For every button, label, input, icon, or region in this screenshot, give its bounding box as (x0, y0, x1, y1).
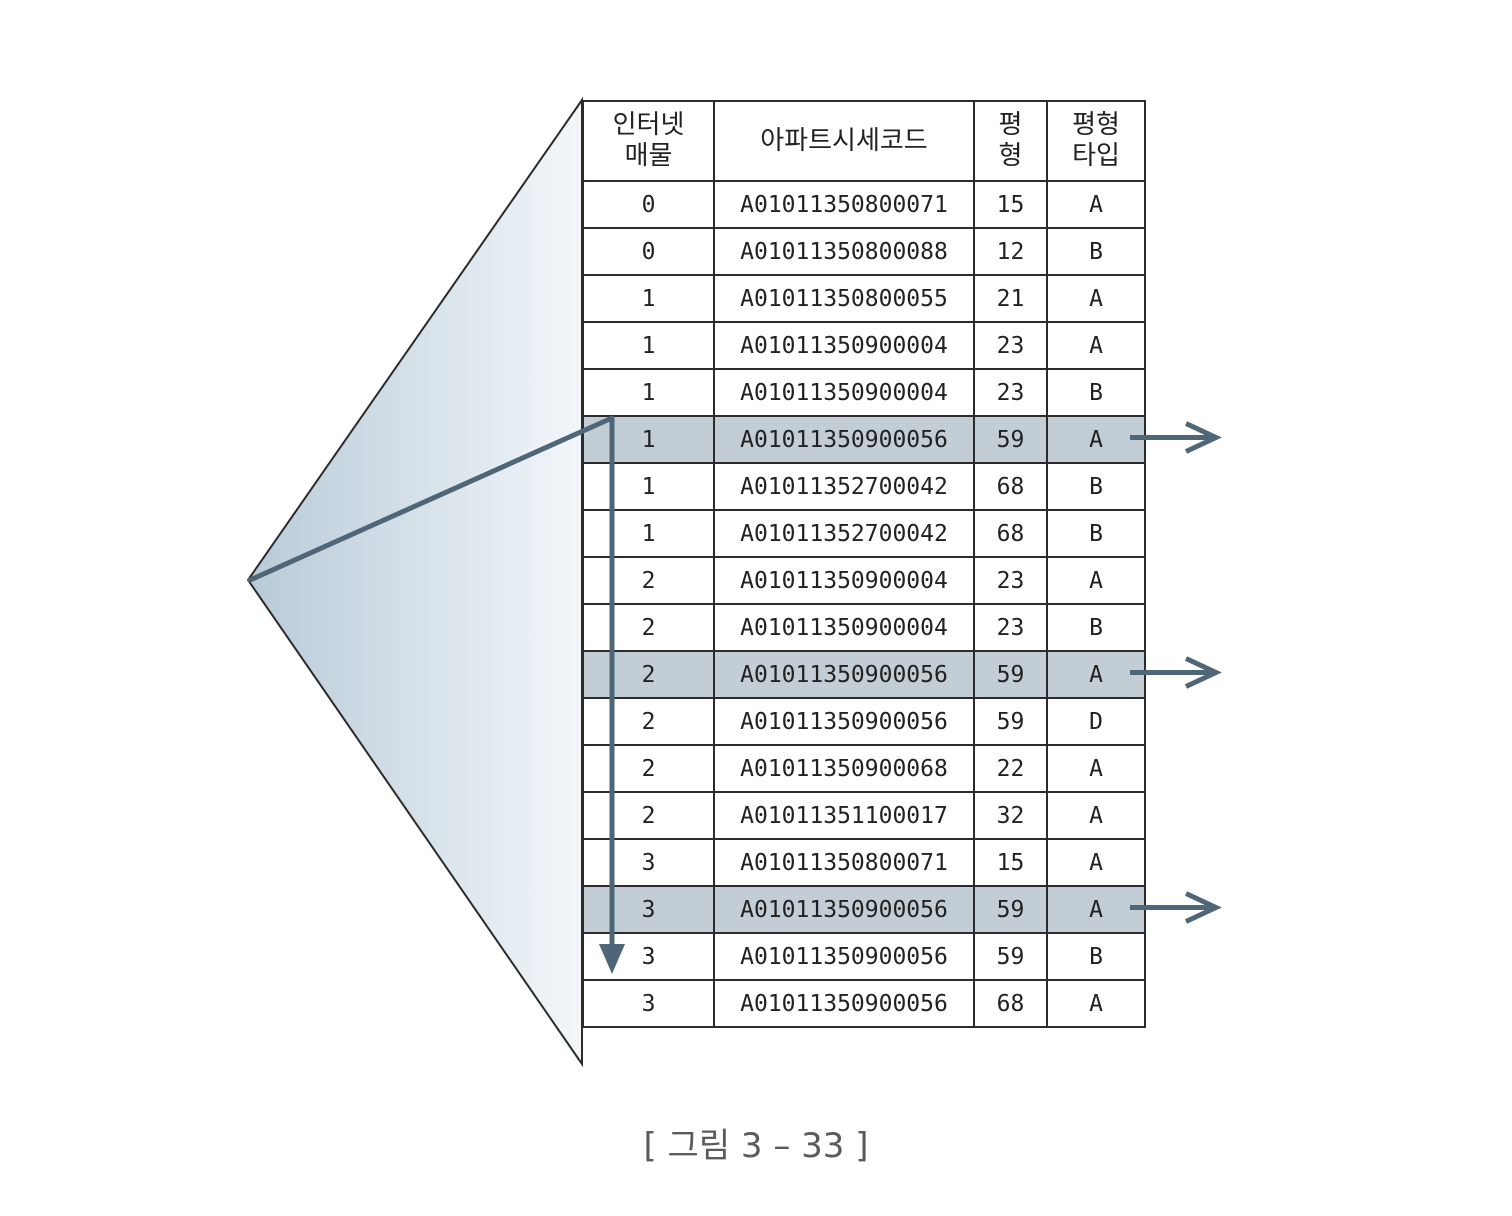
size-cell: 23 (973, 603, 1048, 652)
apartment-code-cell: A01011351100017 (713, 791, 975, 840)
internet-listing-cell: 2 (582, 697, 715, 746)
apartment-code-cell: A01011350900004 (713, 368, 975, 417)
size-type-cell: B (1046, 462, 1146, 511)
figure-caption: [ 그림 3 – 33 ] (643, 1126, 869, 1166)
internet-listing-cell: 0 (582, 180, 715, 229)
apartment-code-cell: A01011350800071 (713, 180, 975, 229)
size-cell: 22 (973, 744, 1048, 793)
size-type-cell: B (1046, 603, 1146, 652)
size-cell: 15 (973, 838, 1048, 887)
size-type-cell: A (1046, 838, 1146, 887)
size-type-cell: A (1046, 979, 1146, 1028)
size-type-cell: B (1046, 368, 1146, 417)
size-type-cell: A (1046, 650, 1146, 699)
size-cell: 68 (973, 509, 1048, 558)
internet-listing-cell: 2 (582, 791, 715, 840)
size-cell: 23 (973, 368, 1048, 417)
size-cell: 59 (973, 697, 1048, 746)
size-cell: 15 (973, 180, 1048, 229)
size-cell: 59 (973, 932, 1048, 981)
internet-listing-cell: 0 (582, 227, 715, 276)
internet-listing-cell: 1 (582, 274, 715, 323)
size-type-cell: A (1046, 274, 1146, 323)
apartment-code-cell: A01011350800055 (713, 274, 975, 323)
size-cell: 32 (973, 791, 1048, 840)
apartment-code-cell: A01011350900004 (713, 556, 975, 605)
size-type-cell: B (1046, 932, 1146, 981)
apartment-code-cell: A01011350900068 (713, 744, 975, 793)
size-cell: 23 (973, 556, 1048, 605)
internet-listing-cell: 3 (582, 932, 715, 981)
internet-listing-cell: 2 (582, 603, 715, 652)
apartment-code-cell: A01011352700042 (713, 509, 975, 558)
internet-listing-cell: 2 (582, 744, 715, 793)
fan-shape (246, 96, 583, 1068)
internet-listing-cell: 2 (582, 556, 715, 605)
size-cell: 23 (973, 321, 1048, 370)
size-cell: 12 (973, 227, 1048, 276)
apartment-code-cell: A01011350900056 (713, 979, 975, 1028)
apartment-code-cell: A01011350800071 (713, 838, 975, 887)
apartment-code-cell: A01011350900056 (713, 650, 975, 699)
apartment-code-cell: A01011350900056 (713, 932, 975, 981)
size-type-cell: D (1046, 697, 1146, 746)
size-type-cell: B (1046, 227, 1146, 276)
size-type-cell: A (1046, 744, 1146, 793)
internet-listing-cell: 3 (582, 885, 715, 934)
size-cell: 68 (973, 462, 1048, 511)
apartment-code-cell: A01011350900004 (713, 321, 975, 370)
size-type-cell: A (1046, 321, 1146, 370)
size-type-cell: A (1046, 885, 1146, 934)
internet-listing-cell: 1 (582, 321, 715, 370)
internet-listing-cell: 2 (582, 650, 715, 699)
internet-listing-cell: 1 (582, 462, 715, 511)
size-cell: 21 (973, 274, 1048, 323)
apartment-code-cell: A01011350800088 (713, 227, 975, 276)
apartment-code-cell: A01011350900004 (713, 603, 975, 652)
size-type-cell: A (1046, 415, 1146, 464)
internet-listing-cell: 1 (582, 509, 715, 558)
size-type-cell: A (1046, 556, 1146, 605)
internet-listing-cell: 3 (582, 979, 715, 1028)
apartment-code-cell: A01011350900056 (713, 415, 975, 464)
size-cell: 59 (973, 885, 1048, 934)
apartment-code-cell: A01011350900056 (713, 697, 975, 746)
apartment-code-cell: A01011350900056 (713, 885, 975, 934)
internet-listing-cell: 1 (582, 415, 715, 464)
size-type-cell: A (1046, 180, 1146, 229)
size-type-cell: B (1046, 509, 1146, 558)
internet-listing-cell: 1 (582, 368, 715, 417)
size-cell: 59 (973, 415, 1048, 464)
size-cell: 68 (973, 979, 1048, 1028)
size-type-cell: A (1046, 791, 1146, 840)
size-cell: 59 (973, 650, 1048, 699)
apartment-code-cell: A01011352700042 (713, 462, 975, 511)
internet-listing-cell: 3 (582, 838, 715, 887)
header-apartment-price-code: 아파트시세코드 (713, 100, 975, 182)
